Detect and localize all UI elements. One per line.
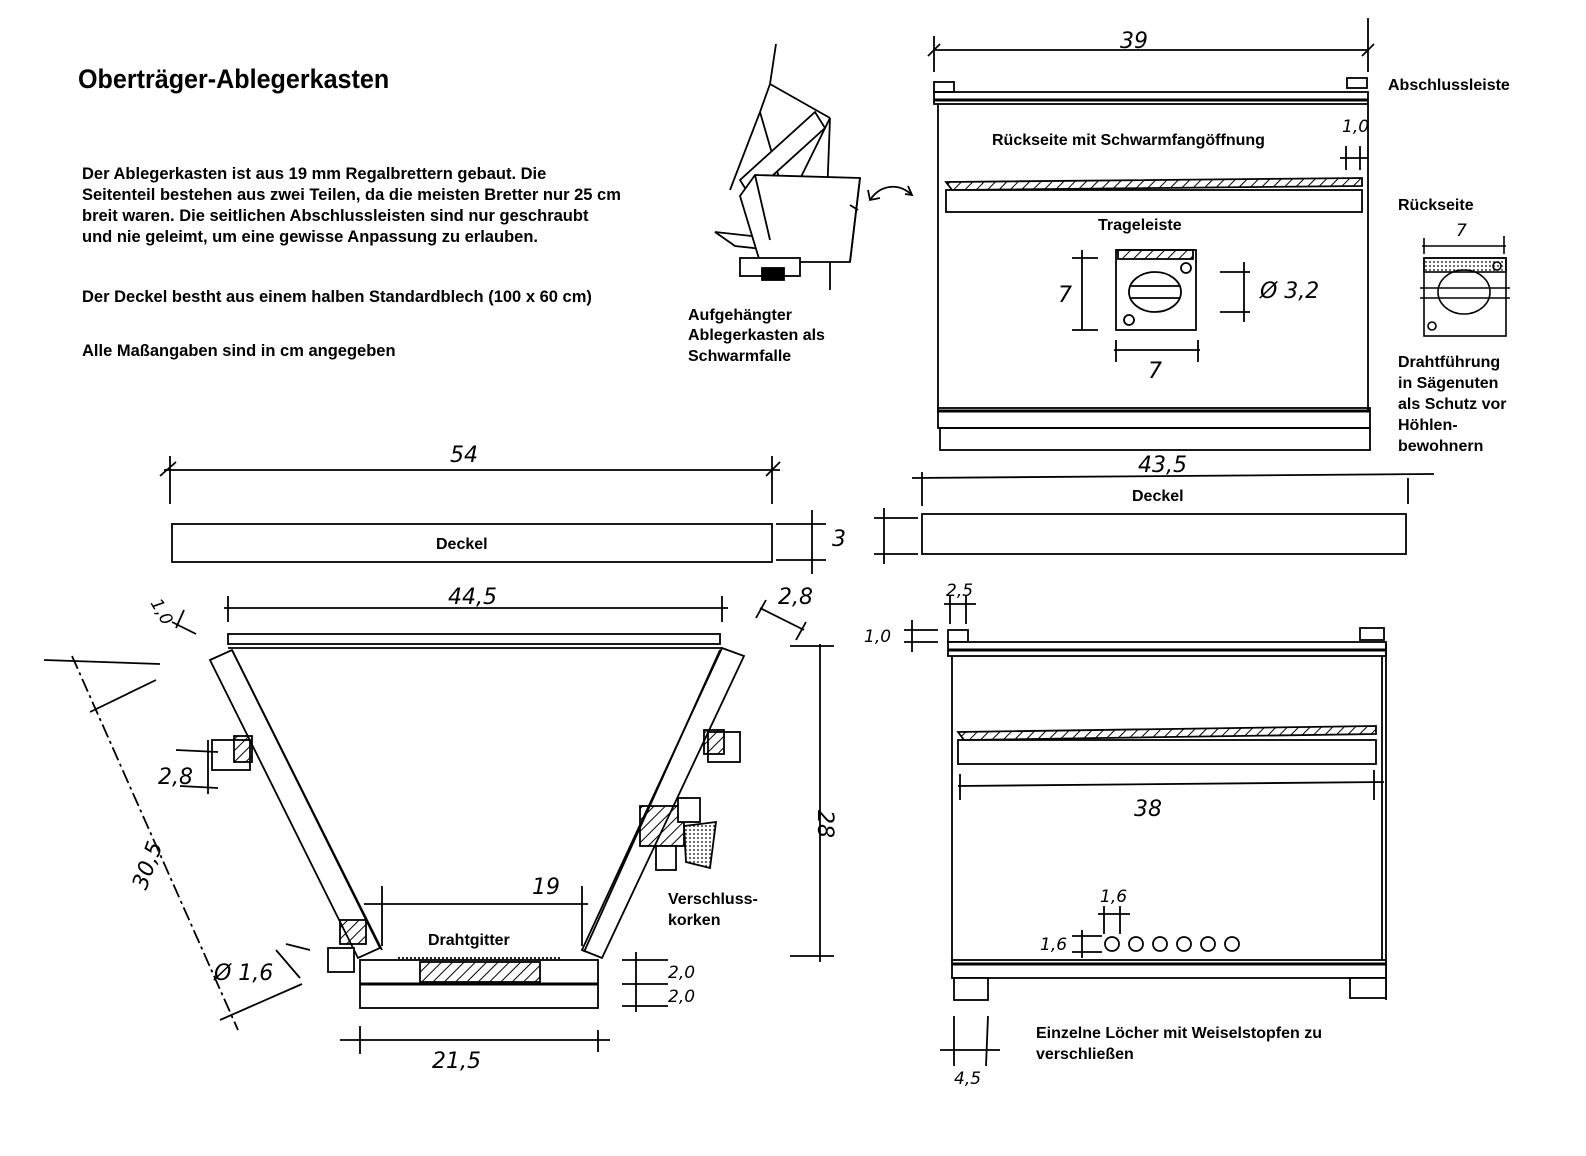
dim-2-0-b: 2,0 xyxy=(668,987,695,1007)
dim-19: 19 xyxy=(532,875,560,900)
label-verschluss-1: Verschluss- xyxy=(668,891,758,908)
hanging-caption-line-3: Schwarmfalle xyxy=(688,348,791,365)
lid-right xyxy=(874,472,1435,564)
dim-39: 39 xyxy=(1120,29,1148,54)
hanging-caption-line-1: Aufgehängter xyxy=(688,307,792,324)
dim-54: 54 xyxy=(450,443,478,468)
page-title: Oberträger-Ablegerkasten xyxy=(78,64,390,94)
label-einzelne-2: verschließen xyxy=(1036,1046,1134,1063)
dim-diameter-3-2: Ø 3,2 xyxy=(1259,279,1319,304)
dim-2-8-right: 2,8 xyxy=(778,585,813,610)
label-verschluss-2: korken xyxy=(668,912,720,929)
dim-1-6-width: 1,6 xyxy=(1100,887,1127,907)
label-deckel-right: Deckel xyxy=(1132,488,1184,505)
side-view-trapezoid xyxy=(43,596,834,1054)
hanging-box-sketch xyxy=(714,43,914,290)
label-rueckseite-schwarmfang: Rückseite mit Schwarmfangöffnung xyxy=(992,132,1265,149)
label-rueckseite: Rückseite xyxy=(1398,197,1474,214)
description-paragraph-2: Der Deckel bestht aus einem halben Stand… xyxy=(82,288,592,306)
label-drahtgitter: Drahtgitter xyxy=(428,932,510,949)
label-einzelne-1: Einzelne Löcher mit Weiselstopfen zu xyxy=(1036,1025,1322,1042)
dim-28-height: 28 xyxy=(812,810,837,838)
label-deckel-left: Deckel xyxy=(436,536,488,553)
dim-diameter-1-6: Ø 1,6 xyxy=(213,961,273,986)
description-paragraph-1: Der Ablegerkasten ist aus 19 mm Regalbre… xyxy=(82,165,621,246)
dim-43-5: 43,5 xyxy=(1138,453,1187,478)
dim-7-vertical: 7 xyxy=(1058,283,1072,308)
dim-1-0-top: 1,0 xyxy=(1342,117,1369,137)
dim-30-5: 30,5 xyxy=(128,838,168,893)
dim-38: 38 xyxy=(1134,797,1162,822)
back-view xyxy=(927,18,1375,451)
dim-2-5: 2,5 xyxy=(946,581,973,601)
label-drahtfuehrung-2: in Sägenuten xyxy=(1398,375,1498,392)
dim-1-6-height: 1,6 xyxy=(1040,935,1067,955)
dim-3: 3 xyxy=(832,527,846,552)
wire-guide-detail xyxy=(1420,236,1510,337)
label-drahtfuehrung-4: Höhlen- xyxy=(1398,417,1458,434)
dim-4-5: 4,5 xyxy=(954,1069,981,1089)
label-trageleiste: Trageleiste xyxy=(1098,217,1182,234)
dim-2-0-a: 2,0 xyxy=(668,963,695,983)
hanging-caption-line-2: Ablegerkasten als xyxy=(688,327,825,344)
dim-7-small: 7 xyxy=(1456,221,1467,241)
dim-1-0-front: 1,0 xyxy=(864,627,891,647)
dim-2-8-left: 2,8 xyxy=(158,765,193,790)
dim-1-0-left: 1,0 xyxy=(146,595,177,628)
label-abschlussleiste: Abschlussleiste xyxy=(1388,77,1510,94)
label-drahtfuehrung-3: als Schutz vor xyxy=(1398,396,1506,413)
label-drahtfuehrung-1: Drahtführung xyxy=(1398,354,1500,371)
description-paragraph-3: Alle Maßangaben sind in cm angegeben xyxy=(82,342,396,360)
label-drahtfuehrung-5: bewohnern xyxy=(1398,438,1483,455)
dim-44-5: 44,5 xyxy=(448,585,497,610)
lid-left xyxy=(159,456,826,574)
front-view xyxy=(904,596,1387,1067)
dim-7-horizontal: 7 xyxy=(1148,359,1162,384)
dim-21-5: 21,5 xyxy=(432,1049,481,1074)
